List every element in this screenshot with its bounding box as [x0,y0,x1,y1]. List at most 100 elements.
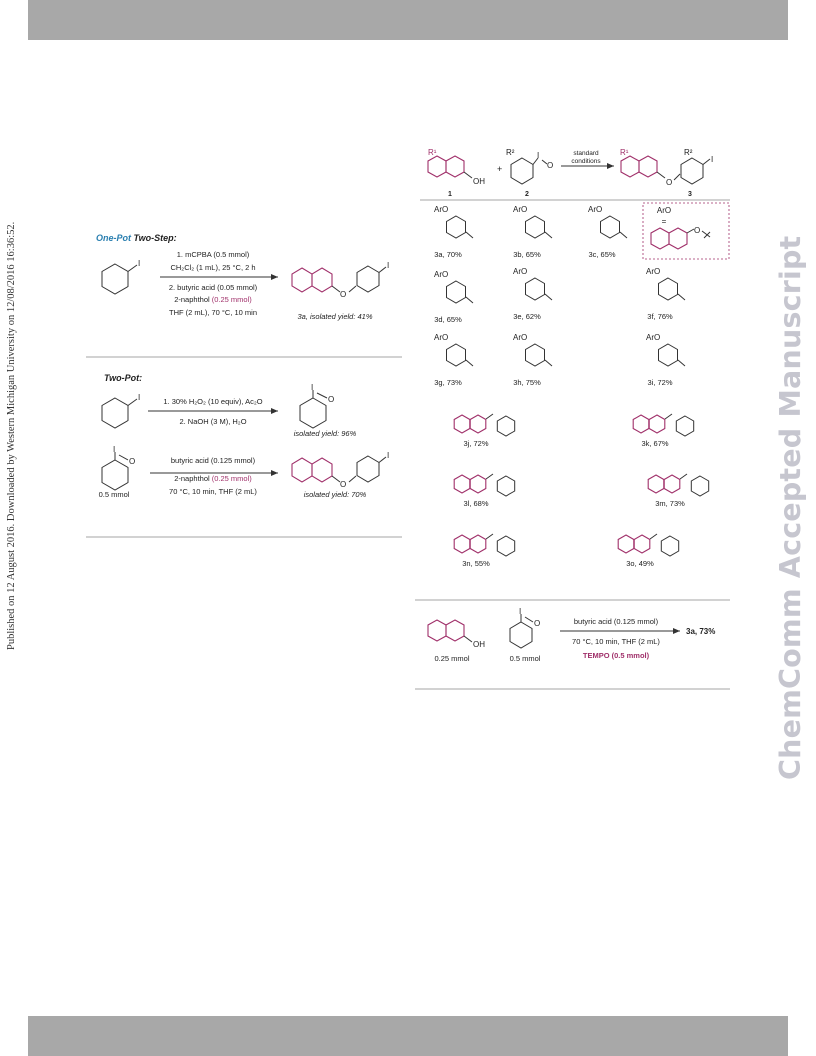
svg-text:O: O [328,395,334,404]
scope-compound-14: 3n, 55% [453,533,516,568]
r1-yield: isolated yield: 96% [294,429,357,438]
svg-text:I: I [387,261,389,270]
product-r1: R¹ [620,148,629,157]
svg-text:One-Pot Two-Step:: One-Pot Two-Step: [96,233,177,243]
svg-text:I: I [138,393,140,402]
std-cond-bottom: conditions [571,158,601,165]
scope-label-6: 3f, 76% [647,312,673,321]
two-pot-section: Two-Pot: I 1. 30% H₂O₂ (10 equiv), Ac₂O … [99,373,390,499]
aro-label: ArO [513,205,527,214]
svg-text:O: O [340,480,346,489]
iodosylbenzene-product: I O [299,383,334,429]
aro-label: ArO [646,333,660,342]
scope-label-3: 3c, 65% [588,250,615,259]
scope-label-12: 3l, 68% [463,499,488,508]
scope-compound-6: ArO 3f, 76% [646,267,686,321]
scope-label-8: 3h, 75% [513,378,541,387]
svg-text:I: I [138,259,140,268]
scope-label-5: 3e, 62% [513,312,541,321]
svg-text:I: I [519,607,521,616]
aro-label: ArO [513,267,527,276]
scope-compound-11: 3k, 67% [632,413,695,448]
step1-conditions: CH₂Cl₂ (1 mL), 25 °C, 2 h [170,263,255,272]
aro-label: ArO [434,333,448,342]
product-r2: R² [684,148,693,157]
scope-compound-7: ArO 3g, 73% [434,333,474,387]
aro-def-equals: = [662,217,667,226]
tempo-cond-2: 70 °C, 10 min, THF (2 mL) [572,637,660,646]
product-3a-two-pot: O I [291,451,389,489]
svg-text:OH: OH [473,177,485,186]
r1-label: R¹ [428,148,437,157]
r2-label: R² [506,148,515,157]
one-pot-title: One-Pot [96,233,132,243]
step1-reagent: 1. mCPBA (0.5 mmol) [177,250,250,259]
aro-label: ArO [434,205,448,214]
svg-text:O: O [534,619,540,628]
tempo-experiment: OH 0.25 mmol I O 0.5 mmol butyric acid (… [427,607,715,663]
scope-label-11: 3k, 67% [641,439,668,448]
svg-text:O: O [129,457,135,466]
scope-compound-8: ArO 3h, 75% [513,333,553,387]
plus-sign: + [497,164,502,174]
step2-naphthol: 2-naphthol (0.25 mmol) [174,295,252,304]
r2-amount: 0.5 mmol [99,490,130,499]
aro-definition: ArO = O [642,202,730,260]
tempo-cond-3: TEMPO (0.5 mmol) [583,651,650,660]
scope-label-7: 3g, 73% [434,378,462,387]
svg-text:I: I [711,155,713,164]
scope-label-4: 3d, 65% [434,315,462,324]
scope-compound-5: ArO 3e, 62% [513,267,553,321]
compound-label-3: 3 [688,191,692,198]
r2-reagent: butyric acid (0.125 mmol) [171,456,256,465]
scope-label-10: 3j, 72% [463,439,488,448]
svg-text:O: O [666,178,672,187]
aro-label: ArO [588,205,602,214]
svg-text:I: I [311,383,313,392]
tempo-mid-amount: 0.5 mmol [510,654,541,663]
scope-label-1: 3a, 70% [434,250,462,259]
aro-label: ArO [513,333,527,342]
scope-label-2: 3b, 65% [513,250,541,259]
scope-compound-15: 3o, 49% [617,533,680,568]
svg-text:O: O [694,226,700,235]
r1-base: 2. NaOH (3 M), H₂O [179,417,246,426]
scope-label-13: 3m, 73% [655,499,685,508]
aro-label: ArO [646,267,660,276]
std-cond-top: standard [573,150,599,157]
one-pot-yield: 3a, isolated yield: 41% [297,312,372,321]
r2-yield: isolated yield: 70% [304,490,367,499]
svg-text:OH: OH [473,640,485,649]
header-bar [28,0,788,40]
scope-label-15: 3o, 49% [626,559,654,568]
step2-reagent: 2. butyric acid (0.05 mmol) [169,283,258,292]
svg-text:O: O [340,290,346,299]
scope-compound-1: ArO 3a, 70% [434,205,474,259]
scope-compound-3: ArO 3c, 65% [588,205,628,259]
scope-compound-10: 3j, 72% [453,413,516,448]
tempo-left-amount: 0.25 mmol [434,654,469,663]
step2-conditions: THF (2 mL), 70 °C, 10 min [169,308,257,317]
scope-compound-9: ArO 3i, 72% [646,333,686,387]
tempo-result: 3a, 73% [686,627,715,636]
tempo-cond-1: butyric acid (0.125 mmol) [574,617,659,626]
scope-label-14: 3n, 55% [462,559,490,568]
scope-compound-12: 3l, 68% [453,473,516,508]
aro-def-label: ArO [657,206,671,215]
scope-label-9: 3i, 72% [647,378,672,387]
product-3a: O I [291,261,389,299]
scope-header: R¹ OH 1 + R² I O 2 standard conditions R… [420,148,730,201]
iodobenzene: I [101,259,140,295]
scope-compound-2: ArO 3b, 65% [513,205,553,259]
r2-naphthol: 2-naphthol (0.25 mmol) [174,474,252,483]
svg-text:I: I [113,445,115,454]
one-pot-section: One-Pot Two-Step: I 1. mCPBA (0.5 mmol) … [96,233,389,321]
svg-text:I: I [537,151,539,160]
two-step-title: Two-Step: [131,233,177,243]
r2-conditions: 70 °C, 10 min, THF (2 mL) [169,487,257,496]
scope-compound-13: 3m, 73% [647,473,710,508]
svg-text:O: O [547,161,553,170]
